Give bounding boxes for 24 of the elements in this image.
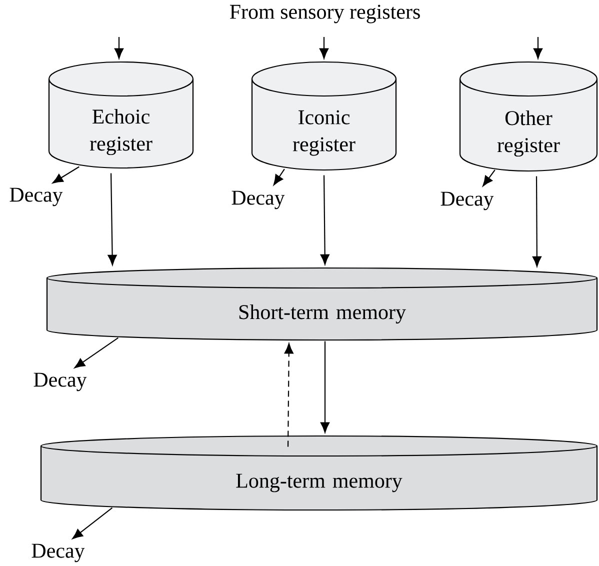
arrow — [273, 168, 285, 186]
arrow — [320, 341, 330, 433]
arrow — [533, 37, 543, 59]
cylinder: Long-term memory — [40, 435, 598, 511]
cylinder: Iconic register — [251, 61, 397, 171]
cylinder: Short-term memory — [46, 267, 598, 341]
arrow — [319, 37, 329, 59]
arrow — [482, 170, 496, 186]
cylinder: Echoic register — [48, 61, 194, 169]
cylinder: Other register — [459, 61, 598, 172]
arrow — [532, 176, 542, 267]
arrow — [114, 37, 124, 59]
decay-label: Decay — [440, 192, 494, 210]
decay-label: Decay — [10, 188, 63, 206]
heading-label: From sensory registers — [230, 4, 420, 24]
arrow — [284, 343, 294, 447]
arrow — [52, 166, 80, 184]
decay-label: Decay — [32, 544, 85, 562]
decay-label: Decay — [232, 190, 285, 210]
arrow — [74, 337, 118, 368]
arrow — [320, 175, 330, 265]
arrow — [108, 173, 117, 266]
decay-label: Decay — [34, 372, 87, 392]
arrow — [72, 507, 113, 540]
